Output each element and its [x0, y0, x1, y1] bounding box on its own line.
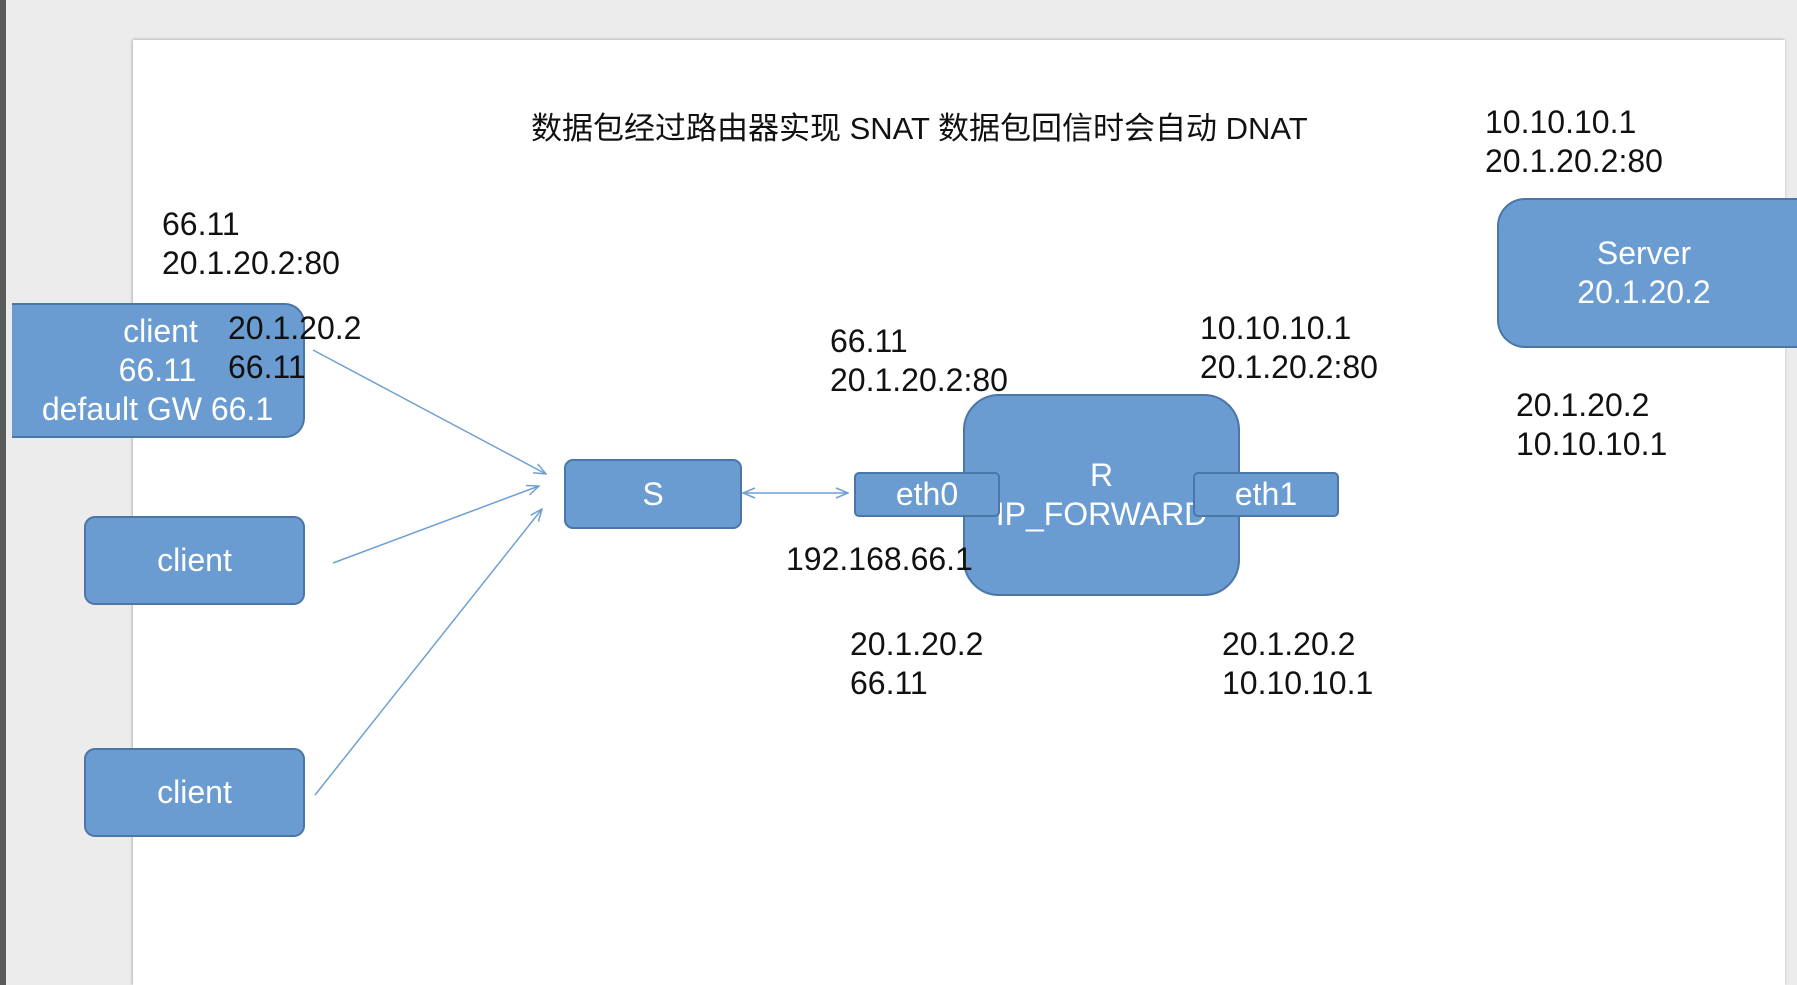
router-node[interactable]: R IP_FORWARD	[963, 394, 1240, 596]
client-main-line-1: client	[123, 313, 198, 349]
eth1-request-dst: 20.1.20.2:80	[1200, 349, 1378, 385]
client-main-node[interactable]: client 66.11 default GW 66.1	[12, 303, 305, 438]
eth0-request-label: 66.11 20.1.20.2:80	[830, 322, 1008, 400]
server-request-src: 10.10.10.1	[1485, 104, 1637, 140]
switch-node[interactable]: S	[564, 459, 742, 529]
eth1-reply-dst: 10.10.10.1	[1222, 665, 1374, 701]
window-edge	[0, 0, 6, 985]
client-request-label: 66.11 20.1.20.2:80	[162, 205, 340, 283]
eth1-reply-src: 20.1.20.2	[1222, 626, 1356, 662]
server-reply-label: 20.1.20.2 10.10.10.1	[1516, 386, 1667, 464]
client-request-dst: 20.1.20.2:80	[162, 245, 340, 281]
eth0-request-dst: 20.1.20.2:80	[830, 362, 1008, 398]
client-node-3[interactable]: client	[84, 748, 305, 837]
eth0-reply-src: 20.1.20.2	[850, 626, 984, 662]
server-request-label: 10.10.10.1 20.1.20.2:80	[1485, 103, 1663, 181]
router-line-2: IP_FORWARD	[995, 496, 1208, 532]
server-node[interactable]: Server 20.1.20.2	[1497, 198, 1797, 348]
eth0-label: eth0	[895, 476, 959, 512]
client-main-line-3: default GW 66.1	[41, 391, 274, 427]
client-reply-dst: 66.11	[228, 349, 306, 385]
client-3-label: client	[157, 774, 232, 810]
server-line-2: 20.1.20.2	[1577, 274, 1711, 310]
server-request-dst: 20.1.20.2:80	[1485, 143, 1663, 179]
client-main-line-2: 66.11	[118, 352, 197, 388]
client-2-label: client	[157, 542, 232, 578]
client-node-2[interactable]: client	[84, 516, 305, 605]
client-reply-label: 20.1.20.2 66.11	[228, 309, 361, 387]
server-reply-src: 20.1.20.2	[1516, 387, 1650, 423]
client-request-src: 66.11	[162, 206, 240, 242]
eth0-request-src: 66.11	[830, 323, 908, 359]
eth1-request-label: 10.10.10.1 20.1.20.2:80	[1200, 309, 1378, 387]
diagram-title: 数据包经过路由器实现 SNAT 数据包回信时会自动 DNAT	[531, 111, 1308, 146]
link-client-3-to-switch	[314, 509, 542, 796]
server-line-1: Server	[1596, 235, 1692, 271]
link-client-2-to-switch	[332, 486, 539, 564]
server-reply-dst: 10.10.10.1	[1516, 426, 1668, 462]
eth0-port[interactable]: eth0	[854, 472, 1000, 517]
client-reply-src: 20.1.20.2	[228, 310, 362, 346]
eth0-ip-label: 192.168.66.1	[786, 541, 973, 577]
eth1-label: eth1	[1234, 476, 1298, 512]
eth1-reply-label: 20.1.20.2 10.10.10.1	[1222, 625, 1373, 703]
switch-label: S	[642, 475, 664, 512]
eth1-port[interactable]: eth1	[1193, 472, 1339, 517]
slide-canvas: 数据包经过路由器实现 SNAT 数据包回信时会自动 DNAT client 66…	[12, 40, 1797, 985]
router-line-1: R	[1089, 457, 1114, 493]
eth0-reply-label: 20.1.20.2 66.11	[850, 625, 983, 703]
eth1-request-src: 10.10.10.1	[1200, 310, 1352, 346]
eth0-reply-dst: 66.11	[850, 665, 928, 701]
